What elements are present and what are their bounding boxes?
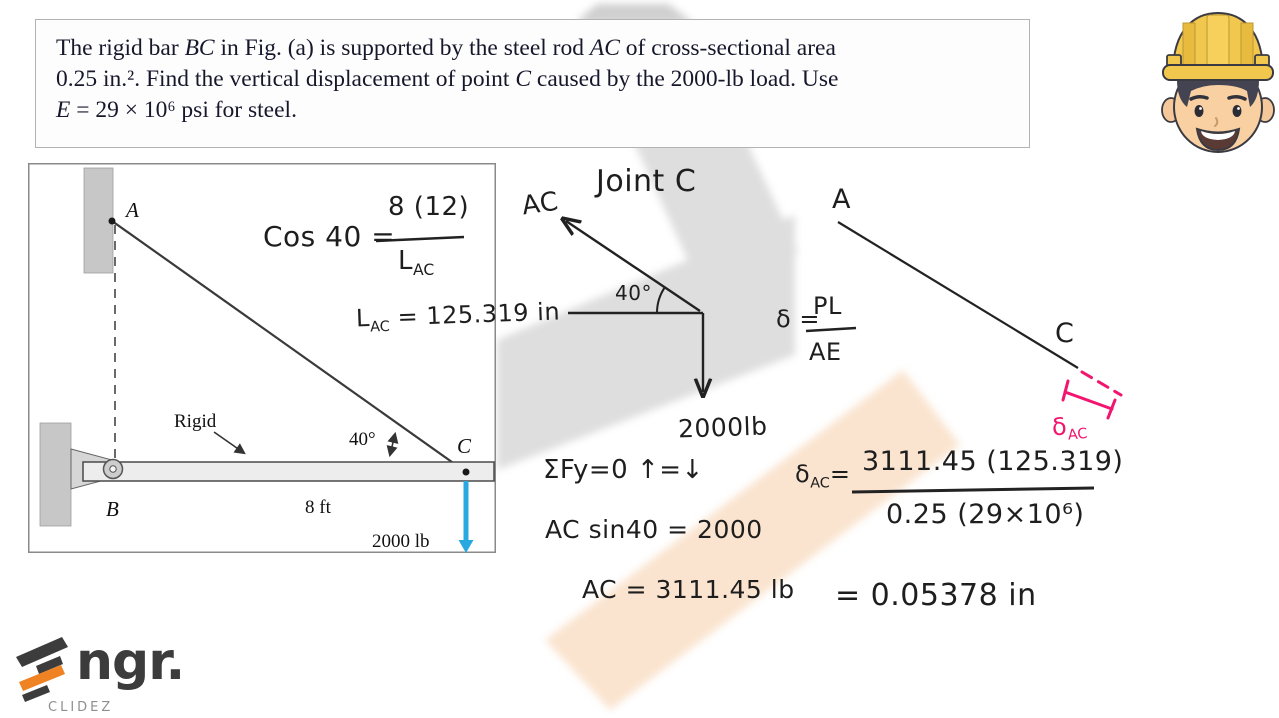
logo-subtext: CLIDEZ (48, 700, 114, 715)
logo-e-icon (16, 637, 68, 702)
point-c-dot (462, 468, 470, 476)
hw-cos-lhs: Cos 40 = (263, 220, 396, 253)
hw-joint-c-title: Joint C (596, 164, 697, 199)
hw-sketch-point-a: A (832, 184, 851, 215)
problem-line-2: 0.25 in.². Find the vertical displacemen… (56, 66, 839, 92)
rod-ac (111, 220, 467, 473)
avatar-nose (1214, 117, 1219, 127)
hw-cos-numerator: 8 (12) (388, 192, 470, 222)
angle-double-arrow (386, 431, 399, 458)
logo-text: ngr. (76, 632, 185, 692)
channel-logo: ngr. CLIDEZ (14, 632, 185, 715)
problem-line-3: E = 29 × 10⁶ psi for steel. (56, 97, 297, 123)
figure-panel: A B C Rigid 40° 8 ft 2000 lb (28, 163, 496, 553)
hw-load-2000-label: 2000lb (677, 411, 768, 444)
hw-big-equation-lhs: δAC= (795, 460, 851, 492)
label-length: 8 ft (305, 497, 332, 518)
avatar-eyebrows (1189, 94, 1247, 101)
hw-delta-formula-den: AE (809, 338, 842, 366)
problem-statement-box: The rigid bar BC in Fig. (a) is supporte… (35, 19, 1030, 148)
load-arrowhead (458, 540, 474, 553)
engineer-avatar (1161, 11, 1275, 153)
peach-band (545, 370, 960, 710)
label-a: A (124, 198, 139, 222)
label-b: B (106, 497, 119, 521)
hw-cos-denominator: LAC (398, 246, 435, 279)
hw-delta-formula-num: PL (813, 292, 842, 320)
wall-bottom (39, 422, 72, 527)
rigid-bar-bc (82, 461, 495, 482)
hw-delta-ac-pink-label: δAC (1050, 412, 1089, 444)
problem-line-1: The rigid bar BC in Fig. (a) is supporte… (56, 35, 836, 61)
label-c: C (457, 434, 472, 458)
hw-final-result: = 0.05378 in (835, 578, 1037, 613)
point-a-dot (108, 217, 116, 225)
hw-ac-sin-equation: AC sin40 = 2000 (545, 515, 763, 544)
avatar-hard-hat (1162, 11, 1274, 81)
avatar-hair (1177, 80, 1259, 107)
figure-drawing: A B C Rigid 40° 8 ft 2000 lb (28, 163, 496, 553)
hw-member-ac-label: AC (520, 186, 561, 222)
hw-angle-40-label: 40° (615, 281, 652, 305)
avatar-eyes (1194, 105, 1242, 117)
gray-band-lower (497, 215, 795, 470)
label-load: 2000 lb (372, 531, 430, 552)
hw-sum-fy-equation: ΣFy=0 ↑=↓ (543, 455, 704, 485)
rigid-pointer-arrow (213, 431, 246, 455)
hw-ac-result-equation: AC = 3111.45 lb (582, 575, 795, 604)
label-rigid: Rigid (174, 411, 217, 432)
pin-hole (109, 465, 117, 473)
label-angle: 40° (349, 429, 376, 450)
avatar-smile (1195, 127, 1241, 152)
hw-big-equation-den: 0.25 (29×10⁶) (886, 499, 1085, 530)
hw-sketch-point-c: C (1055, 318, 1075, 349)
hw-big-equation-num: 3111.45 (125.319) (862, 446, 1124, 477)
gray-band-top-triangle (578, 4, 690, 20)
